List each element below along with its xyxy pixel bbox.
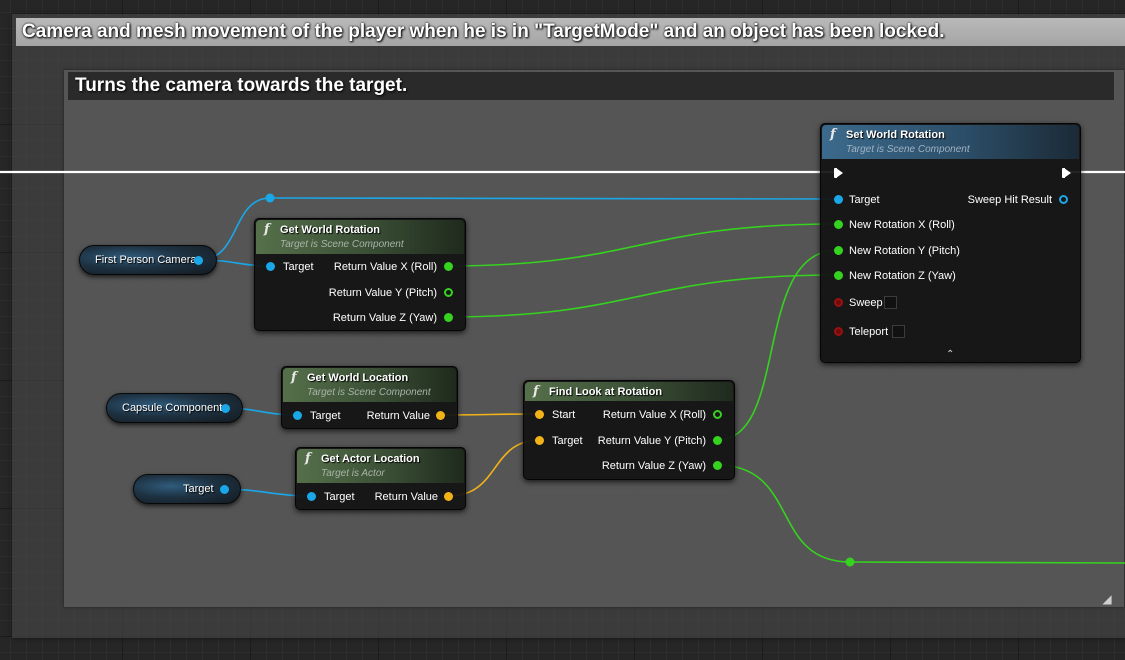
node-subtitle: Target is Actor xyxy=(321,468,385,479)
output-pin-return-y[interactable] xyxy=(713,436,722,445)
wire-reroute-to-offscreen[interactable] xyxy=(849,561,1125,564)
node-title: Get World Rotation xyxy=(280,224,381,236)
input-pin-target[interactable] xyxy=(307,492,316,501)
pin-label-start: Start xyxy=(552,409,576,421)
node-title: Set World Rotation xyxy=(846,129,945,141)
input-pin-teleport[interactable] xyxy=(834,327,843,336)
input-pin-target[interactable] xyxy=(535,436,544,445)
wire-roll[interactable] xyxy=(445,223,839,267)
node-set-world-rotation[interactable]: f Set World Rotation Target is Scene Com… xyxy=(820,123,1081,363)
wire-yaw[interactable] xyxy=(445,274,839,318)
output-pin-return-value[interactable] xyxy=(444,492,453,501)
output-pin-return-z[interactable] xyxy=(713,461,722,470)
wire-reroute-to-set-target[interactable] xyxy=(269,197,839,200)
node-subtitle: Target is Scene Component xyxy=(846,144,970,155)
pin-label-target: Target xyxy=(552,435,583,447)
pin-label-return-x: Return Value X (Roll) xyxy=(602,409,706,421)
pin-label-sweep: Sweep xyxy=(849,297,883,309)
pin-label-new-rotation-y: New Rotation Y (Pitch) xyxy=(849,245,960,257)
function-icon: f xyxy=(291,370,297,385)
function-icon: f xyxy=(830,127,836,142)
pin-label-return-value: Return Value xyxy=(374,491,438,503)
output-pin-return-value[interactable] xyxy=(436,411,445,420)
exec-input-pin[interactable] xyxy=(834,168,843,178)
function-icon: f xyxy=(305,451,311,466)
pin-label-return-z: Return Value Z (Yaw) xyxy=(601,460,706,472)
function-icon: f xyxy=(264,222,270,237)
reroute-node-yaw[interactable] xyxy=(845,557,855,567)
input-pin-sweep[interactable] xyxy=(834,298,843,307)
pin-label-new-rotation-z: New Rotation Z (Yaw) xyxy=(849,270,956,282)
output-pin-return-x[interactable] xyxy=(444,262,453,271)
pin-label-target: Target xyxy=(849,194,880,206)
output-pin-return-x[interactable] xyxy=(713,410,722,419)
node-subtitle: Target is Scene Component xyxy=(307,387,431,398)
comment-resize-handle[interactable]: ◢ xyxy=(1102,592,1112,606)
reroute-node-camera[interactable] xyxy=(265,193,275,203)
input-pin-target[interactable] xyxy=(293,411,302,420)
variable-label: First Person Camera xyxy=(95,254,197,266)
wire-pitch[interactable] xyxy=(716,249,839,441)
teleport-checkbox[interactable] xyxy=(892,325,905,338)
node-title: Find Look at Rotation xyxy=(549,386,663,398)
input-pin-new-rotation-z[interactable] xyxy=(834,271,843,280)
node-header[interactable]: f Get World Location Target is Scene Com… xyxy=(283,368,456,402)
output-pin-return-z[interactable] xyxy=(444,313,453,322)
pin-label-target: Target xyxy=(310,410,341,422)
variable-output-pin[interactable] xyxy=(220,485,229,494)
node-find-look-at-rotation[interactable]: f Find Look at Rotation Start Target Ret… xyxy=(523,380,735,480)
input-pin-new-rotation-y[interactable] xyxy=(834,246,843,255)
node-subtitle: Target is Scene Component xyxy=(280,239,404,250)
node-title: Get World Location xyxy=(307,372,409,384)
pin-label-return-z: Return Value Z (Yaw) xyxy=(332,312,437,324)
node-title: Get Actor Location xyxy=(321,453,420,465)
node-header[interactable]: f Find Look at Rotation xyxy=(525,382,733,401)
input-pin-target[interactable] xyxy=(266,262,275,271)
exec-output-pin[interactable] xyxy=(1062,168,1071,178)
node-header[interactable]: f Get Actor Location Target is Actor xyxy=(297,449,464,483)
input-pin-new-rotation-x[interactable] xyxy=(834,220,843,229)
pin-label-new-rotation-x: New Rotation X (Roll) xyxy=(849,219,955,231)
expand-advanced-pins-icon[interactable]: ⌃ xyxy=(946,349,955,360)
output-pin-return-y[interactable] xyxy=(444,288,453,297)
pin-label-target: Target xyxy=(283,261,314,273)
node-header[interactable]: f Set World Rotation Target is Scene Com… xyxy=(822,125,1079,159)
node-header[interactable]: f Get World Rotation Target is Scene Com… xyxy=(256,220,464,254)
pin-label-return-y: Return Value Y (Pitch) xyxy=(597,435,706,447)
variable-target[interactable]: Target xyxy=(133,474,241,504)
pin-label-return-y: Return Value Y (Pitch) xyxy=(328,287,437,299)
variable-output-pin[interactable] xyxy=(221,404,230,413)
pin-label-sweep-hit-result: Sweep Hit Result xyxy=(967,194,1052,206)
wire-findlook-z-to-reroute[interactable] xyxy=(716,464,851,563)
node-get-actor-location[interactable]: f Get Actor Location Target is Actor Tar… xyxy=(295,447,466,510)
node-get-world-rotation[interactable]: f Get World Rotation Target is Scene Com… xyxy=(254,218,466,331)
comment-inner-title[interactable]: Turns the camera towards the target. xyxy=(68,72,1114,100)
variable-capsule-component[interactable]: Capsule Component xyxy=(106,393,243,423)
variable-label: Target xyxy=(183,483,214,495)
variable-first-person-camera[interactable]: First Person Camera xyxy=(79,245,217,275)
comment-outer-title[interactable]: Camera and mesh movement of the player w… xyxy=(16,18,1125,46)
pin-label-teleport: Teleport xyxy=(849,326,889,338)
input-pin-start[interactable] xyxy=(535,410,544,419)
pin-label-target: Target xyxy=(324,491,355,503)
function-icon: f xyxy=(533,384,539,399)
pin-label-return-x: Return Value X (Roll) xyxy=(333,261,437,273)
output-pin-sweep-hit-result[interactable] xyxy=(1059,195,1068,204)
sweep-checkbox[interactable] xyxy=(884,296,897,309)
node-get-world-location[interactable]: f Get World Location Target is Scene Com… xyxy=(281,366,458,429)
pin-label-return-value: Return Value xyxy=(366,410,430,422)
input-pin-target[interactable] xyxy=(834,195,843,204)
variable-output-pin[interactable] xyxy=(194,256,203,265)
variable-label: Capsule Component xyxy=(122,402,223,414)
